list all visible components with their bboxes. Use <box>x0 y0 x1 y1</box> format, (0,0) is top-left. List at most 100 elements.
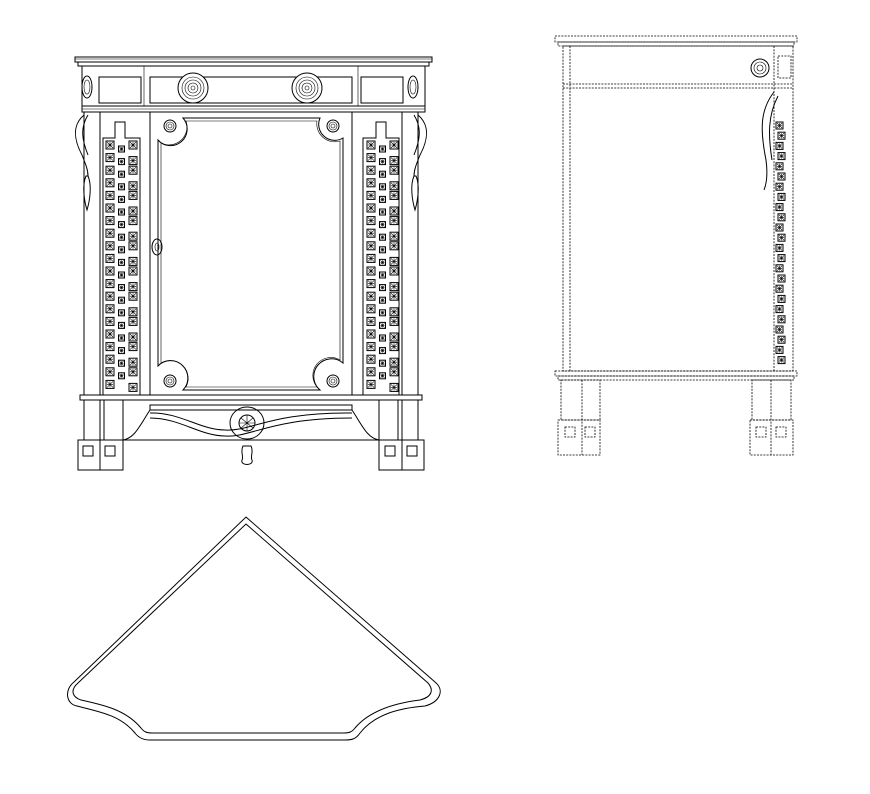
lattice-cell <box>366 354 376 364</box>
lattice-pattern <box>380 373 385 379</box>
lattice-pattern <box>778 296 785 302</box>
lattice-cell <box>128 231 138 241</box>
lattice-pattern <box>129 333 137 341</box>
lattice-cell <box>118 170 125 178</box>
lattice-cell <box>366 178 376 188</box>
lattice-pattern <box>776 224 783 231</box>
lattice-cell <box>105 367 115 377</box>
lattice-cell <box>118 158 125 166</box>
lattice-pattern <box>119 335 124 341</box>
lattice-pattern <box>380 184 385 190</box>
lattice-pattern <box>367 192 375 199</box>
lattice-cell <box>118 347 125 355</box>
lattice-pattern <box>129 207 137 215</box>
lattice-pattern <box>390 157 398 164</box>
lattice-pattern <box>778 275 785 282</box>
door[interactable] <box>151 117 344 391</box>
lattice-cell <box>775 203 784 212</box>
lattice-pattern <box>119 272 124 278</box>
lattice-pattern <box>106 318 114 325</box>
lattice-cell <box>379 359 386 367</box>
lattice-pattern <box>778 153 785 159</box>
foot-left <box>77 399 124 471</box>
lattice-cell <box>389 332 399 342</box>
lattice-cell <box>366 203 376 213</box>
lattice-pattern <box>380 260 385 265</box>
lattice-pattern <box>119 197 124 202</box>
lattice-cell <box>105 165 115 175</box>
lattice-cell <box>389 291 399 301</box>
lattice-cell <box>128 332 138 342</box>
cornice <box>74 56 433 67</box>
lattice-cell <box>128 165 138 175</box>
lattice-cell <box>389 181 399 191</box>
lattice-cell <box>777 192 786 201</box>
lattice-pattern <box>119 209 124 215</box>
lattice-pattern <box>119 222 124 227</box>
keyhole-escutcheon-icon[interactable] <box>151 238 163 256</box>
lattice-pattern <box>778 255 785 261</box>
lattice-pattern <box>390 232 398 240</box>
lattice-pattern <box>106 267 114 275</box>
lattice-cell <box>366 253 376 263</box>
lattice-pattern <box>106 255 114 262</box>
lattice-pattern <box>119 247 124 253</box>
lattice-pattern <box>367 381 375 388</box>
lattice-cell <box>379 284 386 292</box>
lattice-pattern <box>380 348 385 353</box>
lattice-pattern <box>106 305 114 313</box>
lattice-pattern <box>390 192 398 199</box>
lattice-pattern <box>778 194 785 200</box>
lattice-cell <box>128 156 138 166</box>
lattice-cell <box>379 296 386 304</box>
lattice-pattern <box>776 183 783 190</box>
lattice-cell <box>389 165 399 175</box>
lattice-pattern <box>776 306 783 312</box>
lattice-pattern <box>129 166 137 174</box>
lattice-cell <box>379 372 386 380</box>
lattice-cell <box>777 315 786 324</box>
lattice-pattern <box>390 384 398 391</box>
lattice-cell <box>128 282 138 292</box>
lattice-cell <box>389 206 399 216</box>
lattice-pattern <box>367 154 375 161</box>
lattice-pattern <box>119 373 124 379</box>
lattice-cell <box>118 145 125 153</box>
lattice-cell <box>105 153 115 163</box>
lattice-pattern <box>119 360 124 366</box>
lattice-cell <box>777 152 786 161</box>
lattice-cell <box>775 243 784 252</box>
lattice-pattern <box>778 214 785 221</box>
lattice-cell <box>118 258 125 266</box>
lattice-cell <box>389 266 399 276</box>
lattice-cell <box>105 266 115 276</box>
lattice-cell <box>118 246 125 254</box>
lattice-cell <box>105 291 115 301</box>
lattice-pattern <box>390 242 398 250</box>
lattice-cell <box>777 233 786 242</box>
lattice-pattern <box>778 336 785 343</box>
lattice-pattern <box>367 141 375 149</box>
lattice-pattern <box>367 318 375 325</box>
side-lattice <box>775 121 786 365</box>
lattice-cell <box>775 182 784 191</box>
lattice-cell <box>777 131 786 140</box>
lattice-cell <box>105 216 115 226</box>
lattice-cell <box>379 183 386 191</box>
lattice-cell <box>366 216 376 226</box>
lattice-pattern <box>129 141 137 149</box>
lattice-pattern <box>129 182 137 190</box>
lattice-pattern <box>129 384 137 391</box>
lattice-pattern <box>367 204 375 212</box>
lattice-cell <box>128 307 138 317</box>
lattice-cell <box>777 274 786 283</box>
lattice-cell <box>105 253 115 263</box>
lattice-pattern <box>119 234 124 240</box>
lattice-pattern <box>129 343 137 350</box>
lattice-cell <box>379 208 386 216</box>
lattice-pattern <box>380 310 385 316</box>
top-plan <box>67 516 441 741</box>
side-elevation <box>554 35 798 456</box>
lattice-cell <box>105 228 115 238</box>
